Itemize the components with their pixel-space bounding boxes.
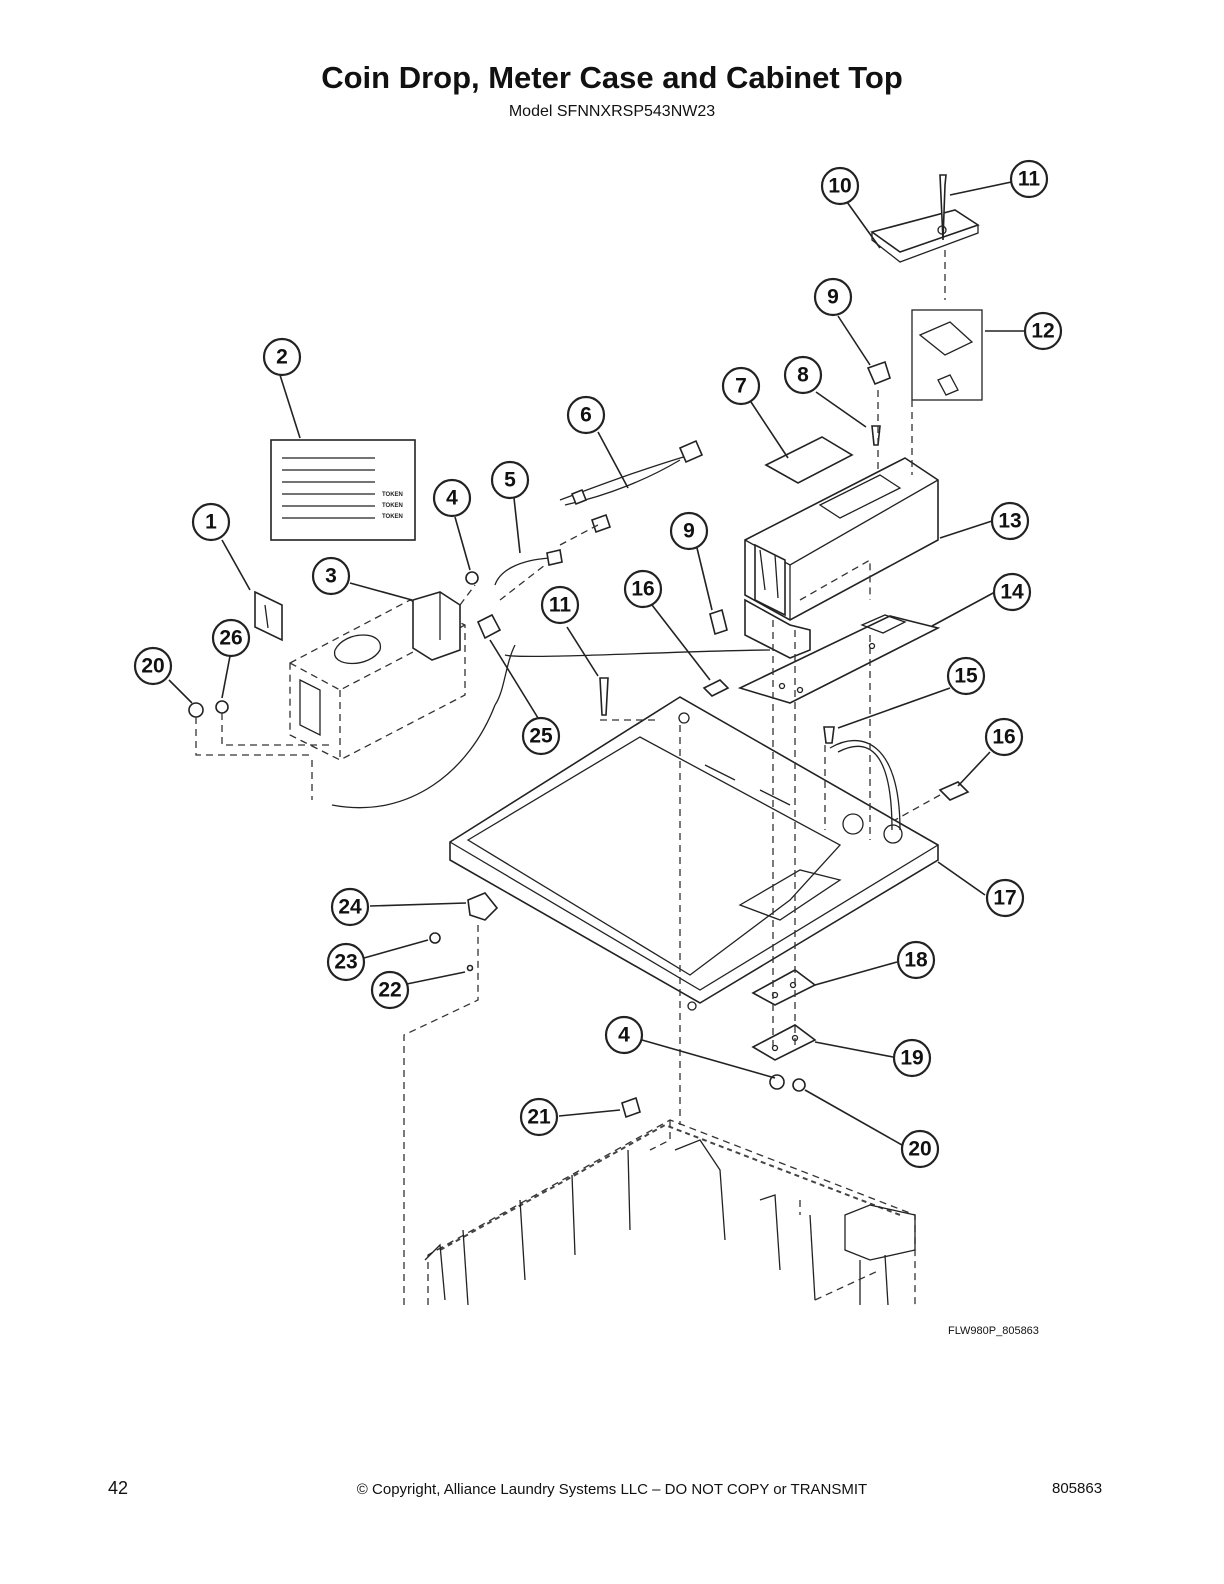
alignment-lines: [311, 250, 946, 1125]
svg-text:25: 25: [529, 725, 553, 748]
meter-case-lid: [870, 174, 983, 401]
callout-19: 19: [892, 1038, 932, 1078]
svg-text:19: 19: [900, 1047, 923, 1070]
svg-text:9: 9: [683, 520, 695, 543]
page-number: 42: [108, 1478, 129, 1498]
meter-case-label: [764, 436, 854, 484]
wire-harness: [494, 439, 704, 586]
lower-brackets: [751, 969, 817, 1061]
callout-6: 6: [566, 395, 606, 435]
svg-text:20: 20: [141, 655, 164, 678]
svg-text:23: 23: [334, 951, 357, 974]
document-number: 805863: [1052, 1480, 1103, 1497]
callout-4-lower: 4: [604, 1015, 644, 1055]
svg-text:5: 5: [504, 469, 516, 492]
callout-20: 20: [133, 646, 173, 686]
svg-text:18: 18: [904, 949, 928, 972]
svg-text:13: 13: [998, 510, 1021, 533]
callout-13: 13: [990, 501, 1030, 541]
svg-text:11: 11: [549, 594, 572, 617]
svg-text:4: 4: [618, 1024, 630, 1047]
copyright-notice: © Copyright, Alliance Laundry Systems LL…: [356, 1481, 868, 1498]
callout-9: 9: [813, 277, 853, 317]
svg-text:3: 3: [325, 565, 337, 588]
model-number: Model SFNNXRSP543NW23: [508, 103, 716, 120]
meter-case: [744, 457, 939, 659]
callout-11: 11: [1009, 159, 1049, 199]
callout-9-lower: 9: [669, 511, 709, 551]
callout-10: 10: [820, 166, 860, 206]
svg-text:10: 10: [828, 175, 851, 198]
callout-16: 16: [984, 717, 1024, 757]
callout-15: 15: [946, 656, 986, 696]
svg-text:15: 15: [954, 665, 978, 688]
callout-16-lower: 16: [623, 569, 663, 609]
token-label: TOKEN TOKEN TOKEN: [270, 439, 416, 541]
token-label-text-2: TOKEN: [382, 503, 403, 509]
callout-7: 7: [721, 366, 761, 406]
callout-5: 5: [490, 460, 530, 500]
callout-11-lower: 11: [540, 585, 580, 625]
svg-text:17: 17: [993, 887, 1016, 910]
page-title: Coin Drop, Meter Case and Cabinet Top: [321, 60, 903, 95]
figure-id: FLW980P_805863: [948, 1325, 1039, 1337]
svg-text:4: 4: [446, 487, 458, 510]
svg-text:24: 24: [338, 896, 362, 919]
svg-text:16: 16: [631, 578, 654, 601]
svg-text:2: 2: [276, 346, 288, 369]
svg-text:26: 26: [219, 627, 242, 650]
callout-2: 2: [262, 337, 302, 377]
svg-text:6: 6: [580, 404, 592, 427]
svg-text:12: 12: [1031, 320, 1054, 343]
callout-22: 22: [370, 970, 410, 1010]
svg-text:1: 1: [205, 511, 217, 534]
callout-14: 14: [992, 572, 1032, 612]
svg-text:16: 16: [992, 726, 1015, 749]
svg-text:22: 22: [378, 979, 401, 1002]
callout-24: 24: [330, 887, 370, 927]
callout-25: 25: [521, 716, 561, 756]
cabinet-frame: [403, 925, 916, 1306]
svg-text:7: 7: [735, 375, 747, 398]
callout-17: 17: [985, 878, 1025, 918]
callout-26: 26: [211, 618, 251, 658]
svg-text:11: 11: [1018, 168, 1041, 191]
callout-21: 21: [519, 1097, 559, 1137]
hinge-parts: [429, 677, 970, 1119]
callout-4: 4: [432, 478, 472, 518]
leader-lines: [168, 179, 1024, 1146]
callout-3: 3: [311, 556, 351, 596]
callout-1: 1: [191, 502, 231, 542]
callout-18: 18: [896, 940, 936, 980]
callout-12: 12: [1023, 311, 1063, 351]
svg-text:20: 20: [908, 1138, 931, 1161]
token-label-text-3: TOKEN: [382, 514, 403, 520]
coin-drop-assembly: [188, 571, 771, 809]
svg-text:21: 21: [527, 1106, 551, 1129]
svg-text:14: 14: [1000, 581, 1024, 604]
svg-text:8: 8: [797, 364, 809, 387]
callout-8: 8: [783, 355, 823, 395]
callout-23: 23: [326, 942, 366, 982]
token-label-text-1: TOKEN: [382, 492, 403, 498]
cabinet-top: [449, 696, 939, 1011]
svg-text:9: 9: [827, 286, 839, 309]
callout-20-lower: 20: [900, 1129, 940, 1169]
